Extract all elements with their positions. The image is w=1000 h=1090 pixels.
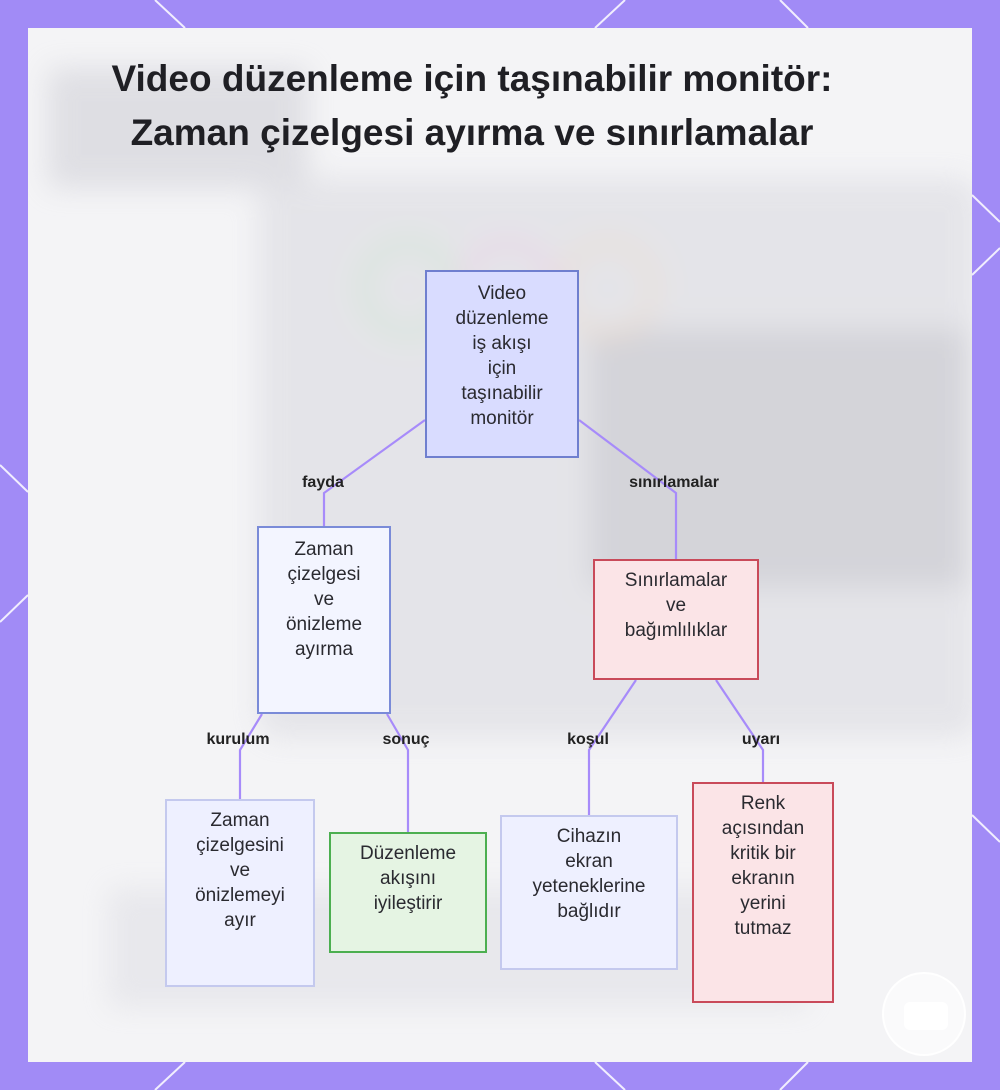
edge-root-benefit <box>322 419 426 526</box>
node-limits-dependencies: Sınırlamalar ve bağımlılıklar <box>593 559 759 680</box>
node-text-line: ve <box>229 860 251 881</box>
node-text-line: ekranın <box>731 868 795 889</box>
node-text-line: iyileştirir <box>373 893 443 914</box>
diagram-title: Video düzenleme için taşınabilir monitör… <box>111 58 833 153</box>
edge-limits-warning <box>715 679 765 782</box>
node-color-critical-warning: Renk açısından kritik bir ekranın yerini… <box>692 782 834 1003</box>
node-text-line: düzenleme <box>455 308 549 329</box>
node-text-line: Zaman <box>210 810 270 831</box>
node-text-line: Cihazın <box>556 826 622 847</box>
node-text-line: çizelgesini <box>196 835 284 856</box>
node-text-line: ayır <box>224 910 256 931</box>
edge-label-result: sonuç <box>382 731 430 748</box>
node-improves-flow: Düzenleme akışını iyileştirir <box>329 832 487 953</box>
node-text-line: Video <box>477 283 527 304</box>
node-text-line: iş akışı <box>472 333 532 354</box>
node-text-line: Zaman <box>294 539 354 560</box>
node-text-line: bağlıdır <box>557 901 621 922</box>
node-text-line: için <box>487 358 517 379</box>
edge-limits-condition <box>587 679 637 815</box>
edge-label-limits: sınırlamalar <box>629 474 719 491</box>
edge-label-condition: koşul <box>567 731 609 748</box>
edge-root-limits <box>578 419 678 559</box>
node-text-line: Renk <box>740 793 786 814</box>
node-text-line: ve <box>665 595 687 616</box>
node-split-timeline-preview: Zaman çizelgesini ve önizlemeyi ayır <box>165 799 315 987</box>
chat-bubble-icon[interactable] <box>882 972 966 1056</box>
node-text-line: Sınırlamalar <box>624 570 728 591</box>
node-text-line: yerini <box>740 893 786 914</box>
edge-benefit-setup <box>238 713 263 799</box>
node-portable-monitor: Video düzenleme iş akışı için taşınabili… <box>425 270 579 458</box>
edge-benefit-result <box>386 713 410 832</box>
node-text-line: ekran <box>565 851 613 872</box>
node-text-line: taşınabilir <box>461 383 543 404</box>
chat-bubble-shape <box>904 1002 948 1030</box>
node-text-line: ve <box>313 589 335 610</box>
node-text-line: açısından <box>721 818 805 839</box>
node-text-line: tutmaz <box>734 918 792 939</box>
node-text-line: kritik bir <box>730 843 796 864</box>
edge-label-setup: kurulum <box>206 731 270 748</box>
node-text-line: önizleme <box>285 614 363 635</box>
node-text-line: yeteneklerine <box>532 876 646 897</box>
node-timeline-preview-split: Zaman çizelgesi ve önizleme ayırma <box>257 526 391 714</box>
node-text-line: ayırma <box>294 639 354 660</box>
edge-label-warning: uyarı <box>741 731 781 748</box>
node-text-line: akışını <box>380 868 436 889</box>
edge-label-benefit: fayda <box>302 474 344 491</box>
node-text-line: monitör <box>470 408 534 429</box>
node-device-dependency: Cihazın ekran yeteneklerine bağlıdır <box>500 815 678 970</box>
node-text-line: çizelgesi <box>287 564 361 585</box>
node-text-line: Düzenleme <box>359 843 457 864</box>
node-text-line: bağımlılıklar <box>624 620 728 641</box>
node-text-line: önizlemeyi <box>195 885 285 906</box>
